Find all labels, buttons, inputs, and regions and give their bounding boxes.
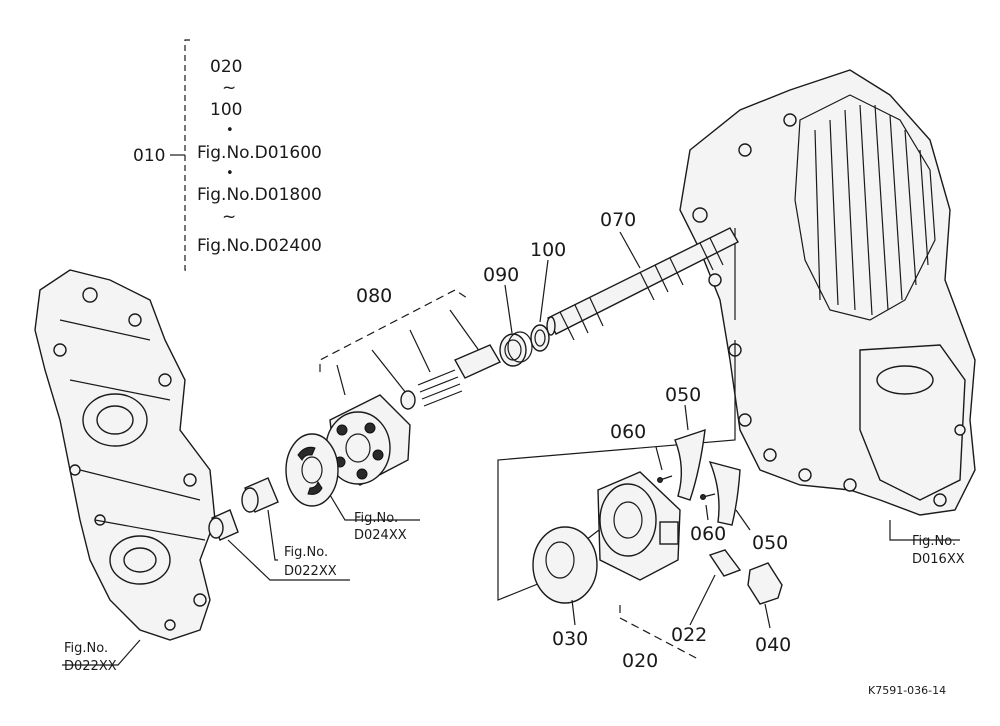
- callout-022: 022: [671, 624, 707, 646]
- callout-100: 100: [530, 239, 566, 261]
- spring-090: [499, 331, 533, 367]
- ref-d022-left-line2: D022XX: [64, 659, 117, 674]
- ref-d016-line1: Fig.No.: [912, 534, 956, 549]
- callout-090: 090: [483, 264, 519, 286]
- snap-ring-100: [530, 324, 550, 352]
- callout-030: 030: [552, 628, 588, 650]
- callout-080: 080: [356, 285, 392, 307]
- block-040: [747, 562, 783, 605]
- callout-020: 020: [622, 650, 658, 672]
- left-housing: [34, 269, 216, 641]
- brace-dot-2: •: [226, 166, 234, 181]
- callout-060-top: 060: [610, 421, 646, 443]
- screw-060-bottom: [700, 493, 716, 521]
- cylinder-block-group-080: [319, 289, 501, 486]
- callout-060-bottom: 060: [690, 523, 726, 545]
- ref-d022-left-line1: Fig.No.: [64, 641, 108, 656]
- ref-d024-line1: Fig.No.: [354, 511, 398, 526]
- ref-d016-line2: D016XX: [912, 552, 965, 567]
- guide-050-top: [674, 404, 706, 501]
- bushings: [208, 477, 350, 581]
- shaft-070: [546, 227, 739, 341]
- ref-d022-mid-line1: Fig.No.: [284, 545, 328, 560]
- brace-fig-d02400: Fig.No.D02400: [197, 236, 322, 256]
- right-transmission-case: [679, 69, 976, 516]
- assembly-brace: [170, 39, 190, 271]
- callout-050-bottom: 050: [752, 532, 788, 554]
- brace-tilde-1: ~: [222, 78, 236, 98]
- brace-fig-d01600: Fig.No.D01600: [197, 143, 322, 163]
- guide-050-bottom: [708, 460, 751, 531]
- ref-d024-line2: D024XX: [354, 528, 407, 543]
- brace-line-020: 020: [210, 57, 242, 77]
- brace-tilde-2: ~: [222, 207, 236, 227]
- thrust-plate-030: [532, 526, 598, 626]
- cradle-020: [597, 471, 701, 661]
- callout-010: 010: [133, 146, 165, 166]
- drawing-id: K7591-036-14: [868, 684, 946, 697]
- screw-060-top: [655, 446, 673, 483]
- pin-022: [708, 549, 742, 577]
- brace-fig-d01800: Fig.No.D01800: [197, 185, 322, 205]
- ref-d022-mid-line2: D022XX: [284, 564, 337, 579]
- callout-040: 040: [755, 634, 791, 656]
- callout-050-top: 050: [665, 384, 701, 406]
- brace-line-100: 100: [210, 100, 242, 120]
- valve-plate: [285, 433, 420, 521]
- brace-dot-1: •: [226, 123, 234, 138]
- callout-070: 070: [600, 209, 636, 231]
